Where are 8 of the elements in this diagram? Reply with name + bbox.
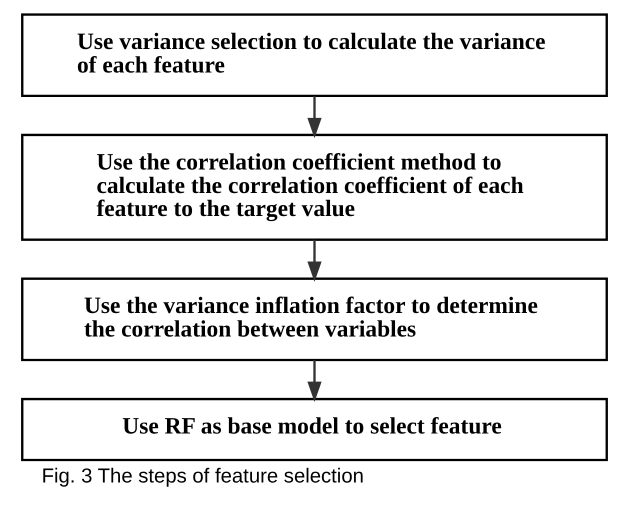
- node-box: Use the variance inflation factor to determine the correlation between variables: [21, 278, 608, 362]
- node-box: Use variance selection to calculate the variance of each feature: [21, 13, 608, 98]
- arrow: [307, 240, 322, 282]
- caption: Fig. 3 The steps of feature selection: [42, 466, 364, 488]
- arrow: [307, 360, 322, 402]
- node-box: Use RF as base model to select feature: [21, 398, 608, 462]
- arrow: [307, 96, 322, 138]
- node-box: Use the correlation coefficient method to calculate the correlation coefficient of each feature to the target value: [21, 134, 608, 241]
